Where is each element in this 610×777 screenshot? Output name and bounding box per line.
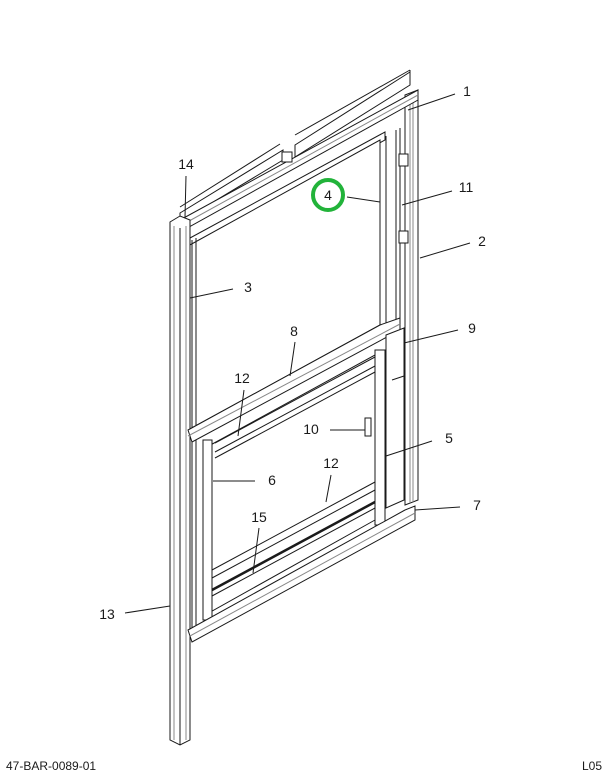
drawing-number: 47-BAR-0089-01 <box>6 759 97 773</box>
sill <box>187 505 416 643</box>
left-post <box>169 215 191 746</box>
callout-1: 1 <box>463 83 471 99</box>
callout-4: 4 <box>324 187 332 203</box>
callout-12-lower: 12 <box>323 455 339 471</box>
callout-9: 9 <box>468 320 476 336</box>
top-seal-strips <box>179 69 411 223</box>
callout-8: 8 <box>290 323 298 339</box>
callout-14: 14 <box>178 156 194 172</box>
callout-13: 13 <box>99 606 115 622</box>
callout-12-upper: 12 <box>234 370 250 386</box>
highlight-ring <box>311 178 345 212</box>
lower-sash <box>202 349 386 621</box>
callout-3: 3 <box>244 279 252 295</box>
sheet-code: L05 <box>581 759 602 773</box>
leader-lines <box>124 93 471 614</box>
callout-2: 2 <box>478 233 486 249</box>
callout-11: 11 <box>458 179 474 195</box>
callout-10: 10 <box>303 421 319 437</box>
outer-frame-right <box>404 89 419 506</box>
callout-15: 15 <box>251 509 267 525</box>
right-lower-panel <box>385 327 405 509</box>
side-channel <box>395 128 409 320</box>
callout-7: 7 <box>473 497 481 513</box>
callout-6: 6 <box>268 472 276 488</box>
callout-5: 5 <box>445 430 453 446</box>
